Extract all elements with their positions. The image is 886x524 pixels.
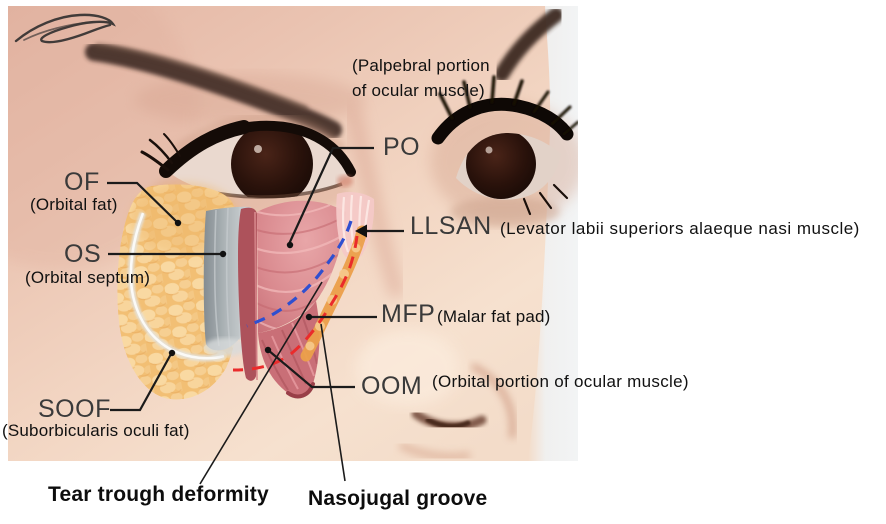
oom-abbr-label: OOM xyxy=(361,372,423,400)
photo-background-edge xyxy=(528,6,578,461)
signature-scribble xyxy=(14,13,116,44)
os-abbr-label: OS xyxy=(64,240,102,268)
soof-abbr-label: SOOF xyxy=(38,395,111,423)
inner-canthus xyxy=(337,175,353,187)
far-eyebrow xyxy=(494,7,564,82)
oom-desc-label: (Orbital portion of ocular muscle) xyxy=(432,372,689,391)
os-desc-label: (Orbital septum) xyxy=(25,268,151,287)
leader-dots xyxy=(168,219,367,357)
orbital-muscle-band xyxy=(258,301,320,397)
oom-leader-line xyxy=(267,349,355,389)
mfp-leader-dot xyxy=(305,313,313,321)
of-abbr-label: OF xyxy=(64,168,100,196)
soof-leader-line xyxy=(110,353,172,412)
far-eye xyxy=(431,75,578,216)
of-leader-line xyxy=(107,181,178,223)
llsan-arrowhead-icon xyxy=(355,224,367,238)
eyelid-crease xyxy=(173,115,347,153)
nose-tip-highlight xyxy=(356,330,460,406)
oom-leader-dot xyxy=(264,346,272,354)
far-under-eye-shadow xyxy=(450,197,560,227)
po-abbr-label: PO xyxy=(383,133,421,161)
near-eyebrow xyxy=(85,43,342,139)
mfp-abbr-label: MFP xyxy=(381,300,436,328)
alar-crease xyxy=(470,363,516,439)
tear-trough-label: Tear trough deformity xyxy=(48,483,269,506)
po-leader-line xyxy=(288,146,374,245)
near-outer-lashes xyxy=(140,133,181,172)
face-photo xyxy=(8,6,578,461)
nasojugal-leader-line xyxy=(320,323,346,482)
tear-trough-dashed-line xyxy=(246,220,353,328)
mfp-desc-label: (Malar fat pad) xyxy=(437,307,551,326)
far-upper-lashes xyxy=(438,75,578,136)
muscle-medial-edge xyxy=(238,207,257,381)
po-desc-label: (Palpebral portion of ocular muscle) xyxy=(352,56,490,100)
nasojugal-dashed-line xyxy=(232,235,359,372)
near-iris xyxy=(231,128,313,199)
po-leader-dot xyxy=(286,241,294,249)
soof-leader-dot xyxy=(168,349,176,357)
orbital-rim-arc xyxy=(127,211,225,362)
far-iris xyxy=(466,133,536,199)
far-lower-lashes xyxy=(522,183,569,216)
llsan-abbr-label: LLSAN xyxy=(410,212,492,240)
of-desc-label: (Orbital fat) xyxy=(30,195,118,214)
of-leader-dot xyxy=(174,219,182,227)
near-iris-highlight xyxy=(254,145,262,153)
leader-lines xyxy=(107,146,404,485)
soof-desc-label: (Suborbicularis oculi fat) xyxy=(2,421,190,440)
os-leader-dot xyxy=(219,250,227,258)
nasojugal-groove-label: Nasojugal groove xyxy=(308,487,488,510)
nose xyxy=(398,363,516,461)
llsan-desc-label: (Levator labii superiors alaeque nasi mu… xyxy=(500,219,860,238)
tear-trough-leader-line xyxy=(199,281,323,485)
